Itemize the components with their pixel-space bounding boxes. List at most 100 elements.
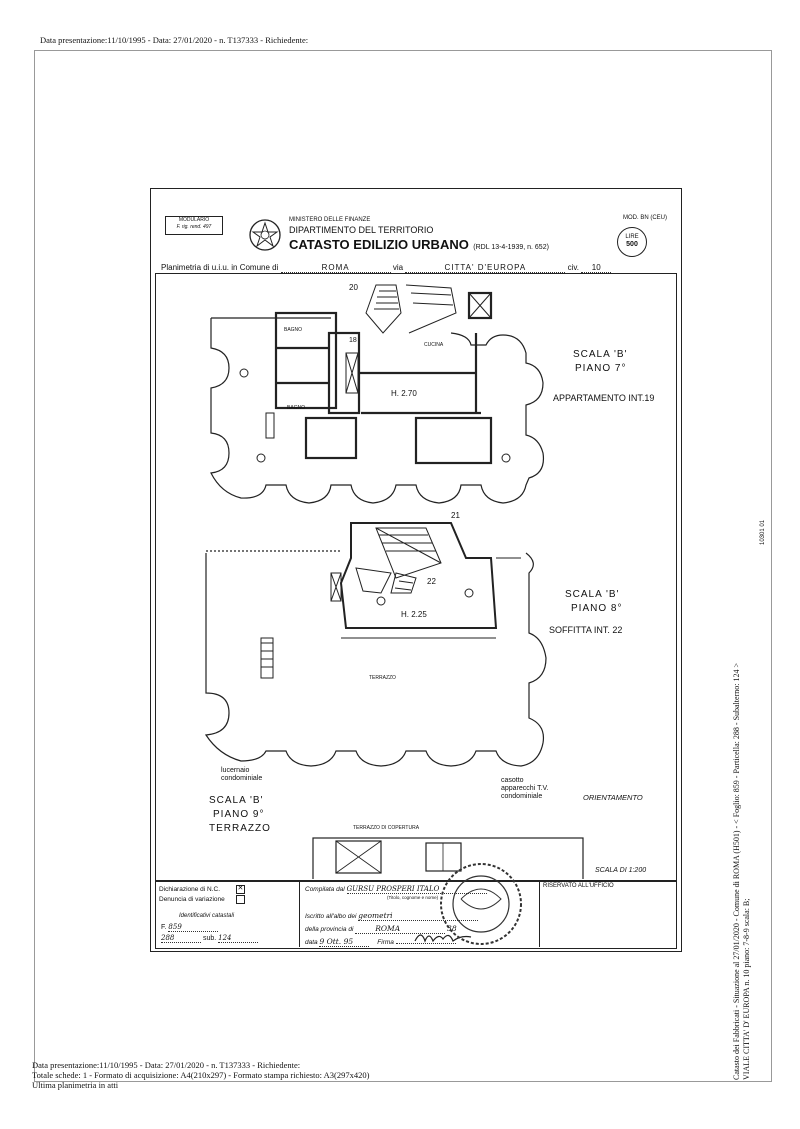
bottom-divider-1 xyxy=(299,881,300,947)
compilata-label: Compilata dal xyxy=(305,886,345,893)
header-line: Data presentazione:11/10/1995 - Data: 27… xyxy=(40,35,309,45)
provincia-label: della provincia di xyxy=(305,926,354,933)
lire-value: 500 xyxy=(626,241,638,248)
department: DIPARTIMENTO DEL TERRITORIO xyxy=(289,225,434,235)
bottom-block xyxy=(155,881,677,949)
planimetria-row: Planimetria di u.i.u. in Comune di ROMA … xyxy=(161,263,671,273)
via-label: via xyxy=(392,263,404,272)
n22: 22 xyxy=(427,577,436,586)
soffitta: SOFFITTA INT. 22 xyxy=(549,625,623,635)
dich-nc-row: Dichiarazione di N.C. ✕ xyxy=(159,885,245,894)
side-stamp: 10301 01 xyxy=(760,519,766,545)
provincia-num: 38 xyxy=(447,924,457,933)
sub-value: 124 xyxy=(218,934,259,943)
republic-emblem-icon xyxy=(249,219,281,251)
f-label: F. xyxy=(161,924,167,931)
provincia-row: della provincia di ROMA 38 xyxy=(305,924,457,934)
footer-line1: Data presentazione:11/10/1995 - Data: 27… xyxy=(32,1060,301,1070)
signature-icon xyxy=(414,934,472,943)
mod-label: MOD. BN (CEU) xyxy=(623,215,667,221)
lucernaio-1: lucernaio xyxy=(221,767,250,774)
compilata-value: GURSU PROSPERI ITALO xyxy=(346,885,487,894)
piano-9: PIANO 9° xyxy=(213,809,265,820)
n18: 18 xyxy=(349,337,357,344)
ministry: MINISTERO DELLE FINANZE xyxy=(289,217,371,223)
scala-di: SCALA DI 1:200 xyxy=(595,867,647,874)
via-value: CITTA' D'EUROPA xyxy=(405,263,566,273)
comune-value: ROMA xyxy=(280,263,391,273)
casotto-1: casotto xyxy=(501,777,524,784)
vertical-line2: VIALE CITTA' D' EUROPA n. 10 piano: 7-8-… xyxy=(742,898,751,1080)
piano-7: PIANO 7° xyxy=(575,363,627,374)
scala-b-1: SCALA 'B' xyxy=(573,349,628,360)
bagno-1: BAGNO xyxy=(284,327,303,333)
scala-b-3: SCALA 'B' xyxy=(209,795,264,806)
firma-line xyxy=(395,943,456,944)
denuncia: Denuncia di variazione xyxy=(159,896,225,904)
vertical-line1: Catasto dei Fabbricati - Situazione al 2… xyxy=(732,663,741,1080)
modulario-line2: F. rig. rend. 497 xyxy=(176,224,212,230)
denuncia-checkbox xyxy=(235,895,245,904)
provincia-value: ROMA xyxy=(355,924,446,934)
lire-label: LIRE xyxy=(625,234,639,240)
identificativi: Identificativi catastali xyxy=(179,913,235,919)
form-document: MODULARIO F. rig. rend. 497 MINISTERO DE… xyxy=(150,188,682,952)
bottom-divider-2 xyxy=(539,881,540,947)
modulario-line1: MODULARIO xyxy=(178,217,210,223)
plan-frame xyxy=(155,273,677,881)
denuncia-row: Denuncia di variazione xyxy=(159,895,245,904)
plan-piano7-walls xyxy=(274,291,493,465)
plan-piano8 xyxy=(204,550,547,767)
rdl-label: (RDL 13-4-1939, n. 652) xyxy=(473,244,549,251)
lire-badge: LIRE 500 xyxy=(617,227,647,257)
n20: 20 xyxy=(349,283,358,292)
orientamento: ORIENTAMENTO xyxy=(583,793,643,802)
piano-8: PIANO 8° xyxy=(571,603,623,614)
modulario-box: MODULARIO F. rig. rend. 497 xyxy=(165,216,223,235)
sub-label: sub. xyxy=(202,935,217,942)
riservato: RISERVATO ALL'UFFICIO xyxy=(543,883,614,889)
floor-plans xyxy=(204,284,584,879)
dich-nc: Dichiarazione di N.C. xyxy=(159,886,221,894)
civ-label: civ. xyxy=(567,263,579,272)
iscritto-value: geometri xyxy=(358,911,479,921)
plan-piano7-stairs xyxy=(239,284,511,463)
plan-piano8-walls xyxy=(339,522,521,639)
scala-b-2: SCALA 'B' xyxy=(565,589,620,600)
f-value: 859 xyxy=(168,923,219,932)
f-row: F. 859 xyxy=(161,923,219,932)
casotto-2: apparecchi T.V. xyxy=(501,785,549,792)
iscritto-label: Iscritto all'albo dei xyxy=(305,913,357,920)
planimetria-label: Planimetria di u.i.u. in Comune di xyxy=(161,263,279,272)
vertical-catasto: Catasto dei Fabbricati - Situazione al 2… xyxy=(732,320,752,1080)
firma-label: Firma xyxy=(377,939,394,946)
footer-line3: Ultima planimetria in atti xyxy=(32,1080,119,1090)
footer: Data presentazione:11/10/1995 - Data: 27… xyxy=(32,1060,369,1090)
iscritto-row: Iscritto all'albo dei geometri xyxy=(305,911,479,921)
bagno-2: BAGNO xyxy=(287,405,306,411)
casotto-3: condominiale xyxy=(501,793,543,800)
data-label: data xyxy=(305,939,318,946)
catasto-label: CATASTO EDILIZIO URBANO xyxy=(289,237,469,252)
titolo: (Titolo, cognome e nome) xyxy=(387,895,439,900)
p-value: 288 xyxy=(161,934,201,943)
appartamento: APPARTAMENTO INT.19 xyxy=(553,393,655,403)
data-row: data 9 Ott. 95 Firma xyxy=(305,937,456,947)
cucina: CUCINA xyxy=(424,342,444,348)
n21: 21 xyxy=(451,511,460,520)
footer-line2: Totale schede: 1 - Formato di acquisizio… xyxy=(32,1070,370,1080)
terrazzo-copertura: TERRAZZO DI COPERTURA xyxy=(353,825,420,831)
p-row: 288 sub. 124 xyxy=(161,934,259,943)
lucernaio-2: condominiale xyxy=(221,775,263,782)
plan-piano7 xyxy=(210,317,545,504)
plan-piano8-stairs xyxy=(260,527,474,679)
sheet-frame xyxy=(34,50,772,1082)
compilata-row: Compilata dal GURSU PROSPERI ITALO xyxy=(305,885,487,894)
terrazzo-label: TERRAZZO xyxy=(369,675,396,681)
plan-piano9 xyxy=(312,837,584,879)
h-225: H. 2.25 xyxy=(401,610,427,619)
terrazzo: TERRAZZO xyxy=(209,823,271,834)
dich-nc-checkbox: ✕ xyxy=(235,885,245,894)
data-value: 9 Ott. 95 xyxy=(319,937,370,947)
catasto-title: CATASTO EDILIZIO URBANO (RDL 13-4-1939, … xyxy=(289,236,549,254)
